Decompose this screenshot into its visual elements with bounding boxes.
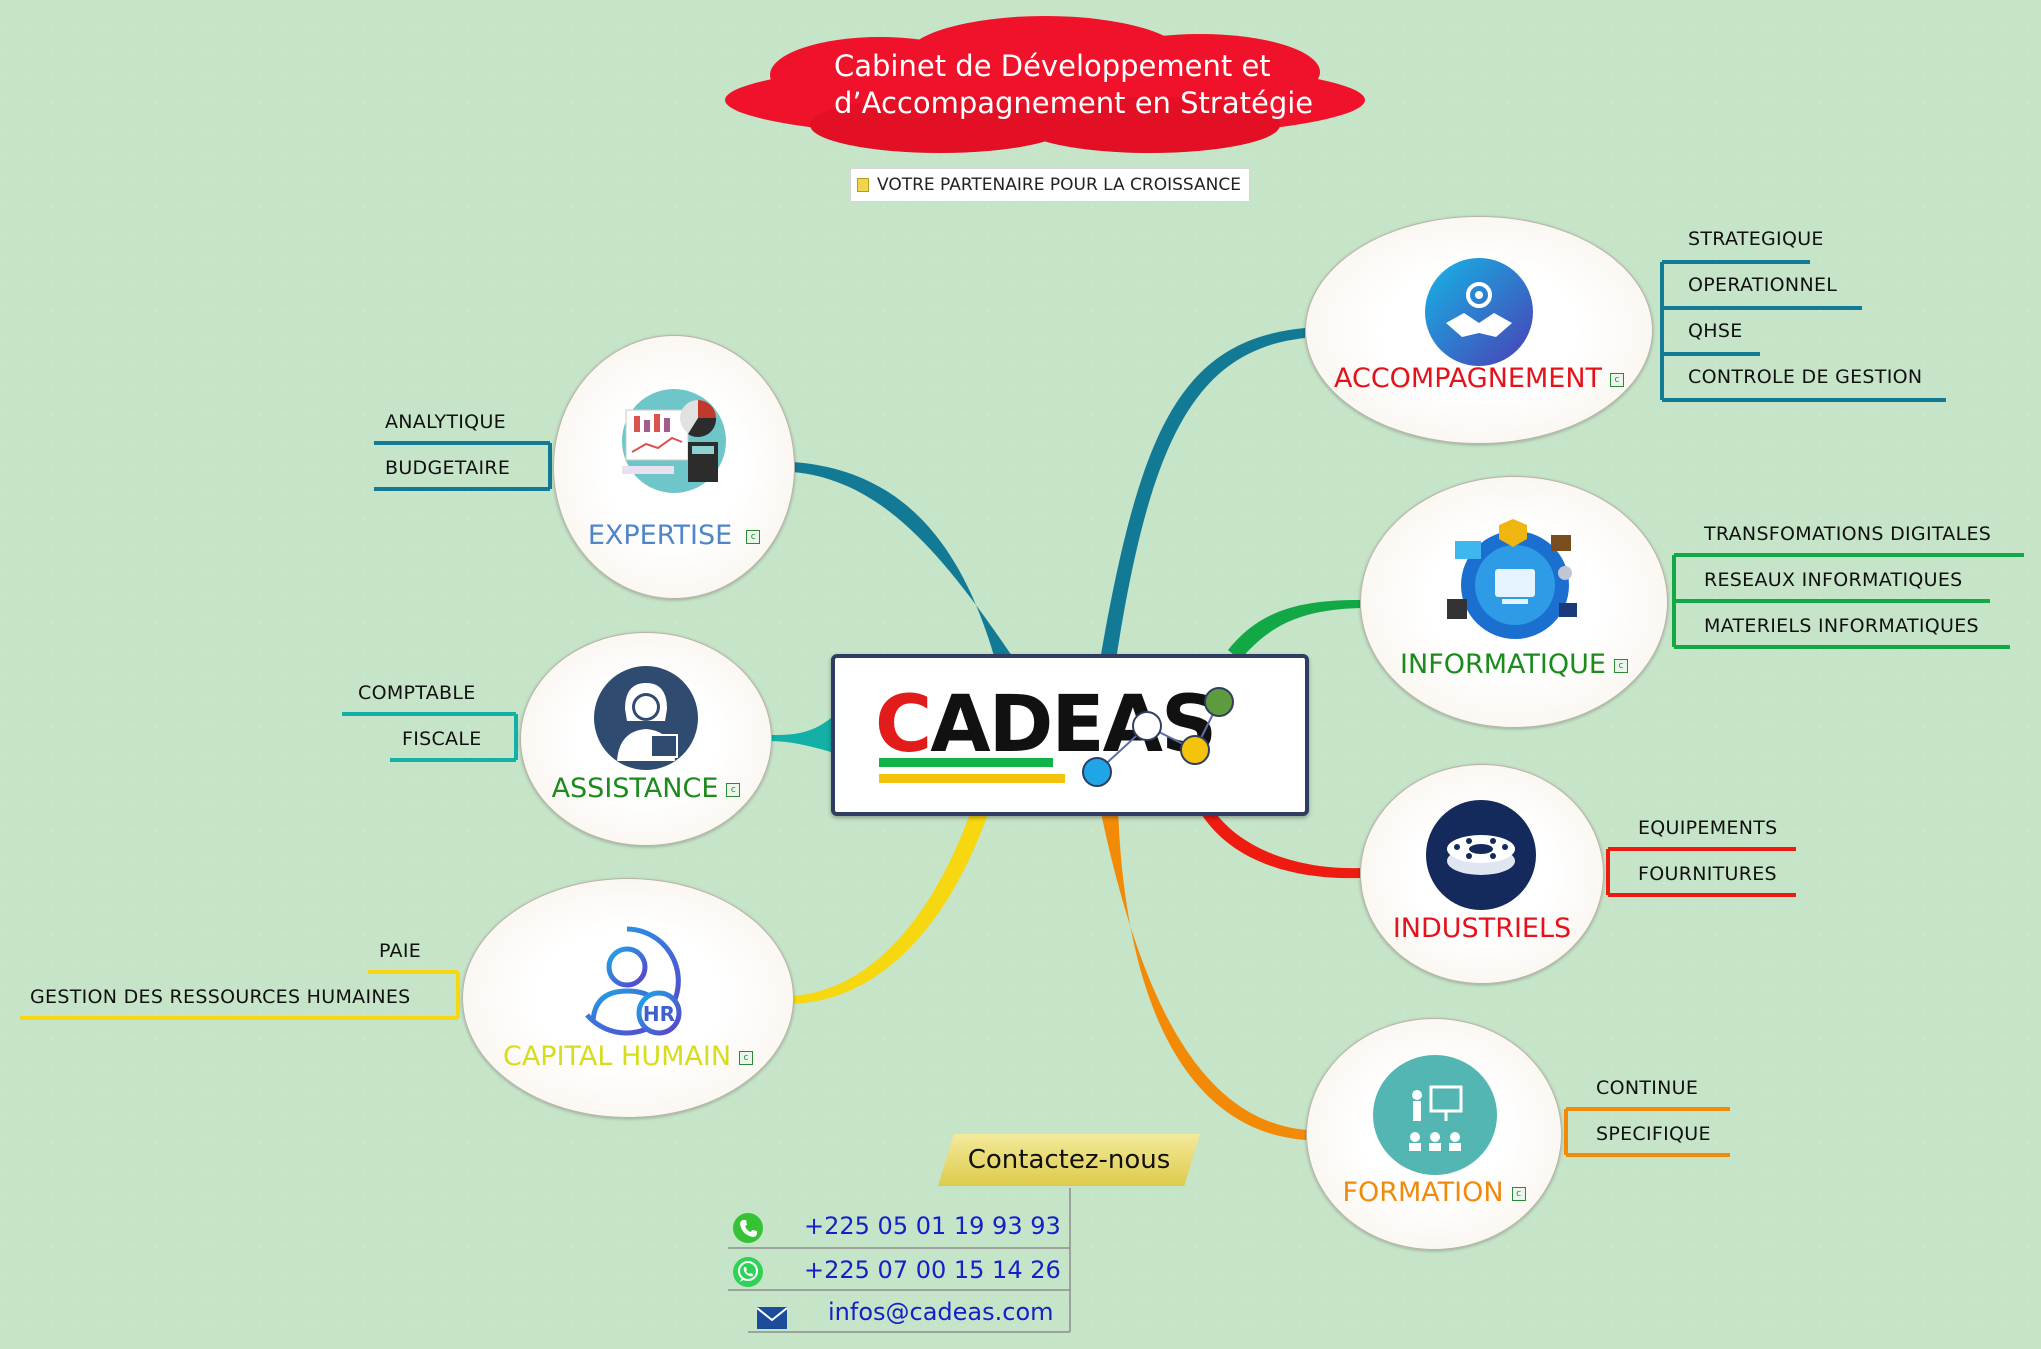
leaf-continue[interactable]: CONTINUE: [1596, 1077, 1699, 1099]
leaf-operationnel[interactable]: OPERATIONNEL: [1688, 274, 1838, 296]
node-industriels-label: INDUSTRIELS: [1361, 913, 1603, 944]
it-globe-icon: [1447, 519, 1577, 639]
note-doc-icon: [857, 178, 869, 192]
network-graph-icon: [1082, 687, 1234, 787]
note-icon[interactable]: c: [1613, 658, 1628, 673]
node-capital-humain[interactable]: HR CAPITAL HUMAIN c: [462, 878, 794, 1118]
leaf-controle-de-gestion[interactable]: CONTROLE DE GESTION: [1688, 366, 1923, 388]
handshake-gear-icon: [1425, 258, 1533, 366]
leaf-qhse[interactable]: QHSE: [1688, 320, 1743, 342]
leaf-equipements[interactable]: EQUIPEMENTS: [1638, 817, 1778, 839]
tagline: VOTRE PARTENAIRE POUR LA CROISSANCE: [850, 168, 1250, 202]
note-icon[interactable]: c: [1610, 372, 1625, 387]
contact-email[interactable]: infos@cadeas.com: [828, 1298, 1054, 1326]
assistance-label-text: ASSISTANCE: [551, 773, 719, 804]
leaf-paie[interactable]: PAIE: [379, 940, 422, 962]
leaves-accompagnement: [1660, 260, 1946, 402]
capital-humain-label-text: CAPITAL HUMAIN: [502, 1041, 732, 1072]
leaf-fournitures[interactable]: FOURNITURES: [1638, 863, 1777, 885]
industriels-label-text: INDUSTRIELS: [1392, 913, 1572, 944]
leaf-fiscale[interactable]: FISCALE: [402, 728, 482, 750]
informatique-label-text: INFORMATIQUE: [1400, 649, 1606, 680]
leaves-informatique: [1672, 553, 2024, 649]
branch-formation: [1100, 808, 1306, 1140]
node-assistance[interactable]: ASSISTANCE c: [520, 632, 772, 846]
header-title-line1: Cabinet de Développement et: [834, 49, 1271, 83]
branch-assistance: [770, 718, 831, 752]
branch-expertise: [793, 462, 1012, 656]
node-assistance-label: ASSISTANCE c: [521, 773, 771, 804]
logo-yellow-bar: [879, 774, 1065, 783]
note-icon[interactable]: c: [746, 529, 761, 544]
leaves-industriels: [1606, 847, 1796, 897]
node-informatique-label: INFORMATIQUE c: [1361, 649, 1667, 680]
leaf-specifique[interactable]: SPECIFIQUE: [1596, 1123, 1711, 1145]
header-title-line2: d’Accompagnement en Stratégie: [834, 86, 1314, 120]
hr-user-icon: HR: [585, 926, 682, 1036]
leaf-comptable[interactable]: COMPTABLE: [358, 682, 476, 704]
formation-label-text: FORMATION: [1342, 1177, 1504, 1208]
node-capital-humain-label: CAPITAL HUMAIN c: [463, 1041, 793, 1072]
hr-badge-text: HR: [643, 1002, 675, 1026]
header-title: Cabinet de Développement et d’Accompagne…: [760, 48, 1340, 122]
leaves-expertise: [374, 441, 552, 491]
contact-title: Contactez-nous: [938, 1134, 1200, 1186]
node-expertise[interactable]: EXPERTISE c: [553, 335, 795, 599]
center-node[interactable]: CADEAS: [831, 654, 1309, 816]
whatsapp-icon: [733, 1257, 763, 1287]
tagline-text: VOTRE PARTENAIRE POUR LA CROISSANCE: [877, 175, 1241, 195]
leaf-analytique[interactable]: ANALYTIQUE: [385, 411, 506, 433]
branch-industriels: [1200, 808, 1360, 879]
leaf-strategique[interactable]: STRATEGIQUE: [1688, 228, 1824, 250]
node-accompagnement-label: ACCOMPAGNEMENT c: [1306, 363, 1652, 394]
leaf-gestion-rh[interactable]: GESTION DES RESSOURCES HUMAINES: [30, 986, 411, 1008]
node-industriels[interactable]: INDUSTRIELS: [1360, 764, 1604, 984]
leaves-assistance: [342, 712, 518, 762]
branch-capital-humain: [792, 808, 990, 1004]
cadeas-logo: CADEAS: [875, 680, 1217, 770]
branch-accompagnement: [1100, 328, 1305, 660]
node-formation[interactable]: FORMATION c: [1306, 1018, 1562, 1250]
leaf-materiels-informatiques[interactable]: MATERIELS INFORMATIQUES: [1704, 615, 1979, 637]
leaf-budgetaire[interactable]: BUDGETAIRE: [385, 457, 511, 479]
logo-green-bar: [879, 758, 1053, 767]
contact-lines: [728, 1188, 1071, 1333]
leaves-capital-humain: [20, 970, 460, 1020]
logo-first-letter: C: [875, 680, 932, 770]
phone-icon: [733, 1213, 763, 1243]
training-presentation-icon: [1373, 1055, 1497, 1175]
leaf-reseaux-informatiques[interactable]: RESEAUX INFORMATIQUES: [1704, 569, 1963, 591]
branch-informatique: [1228, 600, 1360, 660]
email-icon: [756, 1307, 788, 1329]
header-cloud: [725, 16, 1365, 153]
node-accompagnement[interactable]: ACCOMPAGNEMENT c: [1305, 216, 1653, 444]
expertise-label-text: EXPERTISE: [587, 520, 733, 551]
accompagnement-label-text: ACCOMPAGNEMENT: [1333, 363, 1603, 394]
note-icon[interactable]: c: [739, 1050, 754, 1065]
accountant-icon: [594, 666, 698, 770]
node-expertise-label: EXPERTISE c: [554, 520, 794, 551]
contact-phone-2[interactable]: +225 07 00 15 14 26: [804, 1256, 1061, 1284]
node-informatique[interactable]: INFORMATIQUE c: [1360, 476, 1668, 728]
flange-icon: [1426, 800, 1536, 910]
note-icon[interactable]: c: [1511, 1186, 1526, 1201]
leaf-transformations-digitales[interactable]: TRANSFOMATIONS DIGITALES: [1704, 523, 1992, 545]
leaves-formation: [1564, 1107, 1730, 1157]
node-formation-label: FORMATION c: [1307, 1177, 1561, 1208]
logo-rest: ADEAS: [930, 680, 1217, 770]
note-icon[interactable]: c: [726, 782, 741, 797]
analytics-calculator-icon: [622, 389, 726, 493]
contact-phone-1[interactable]: +225 05 01 19 93 93: [804, 1212, 1061, 1240]
